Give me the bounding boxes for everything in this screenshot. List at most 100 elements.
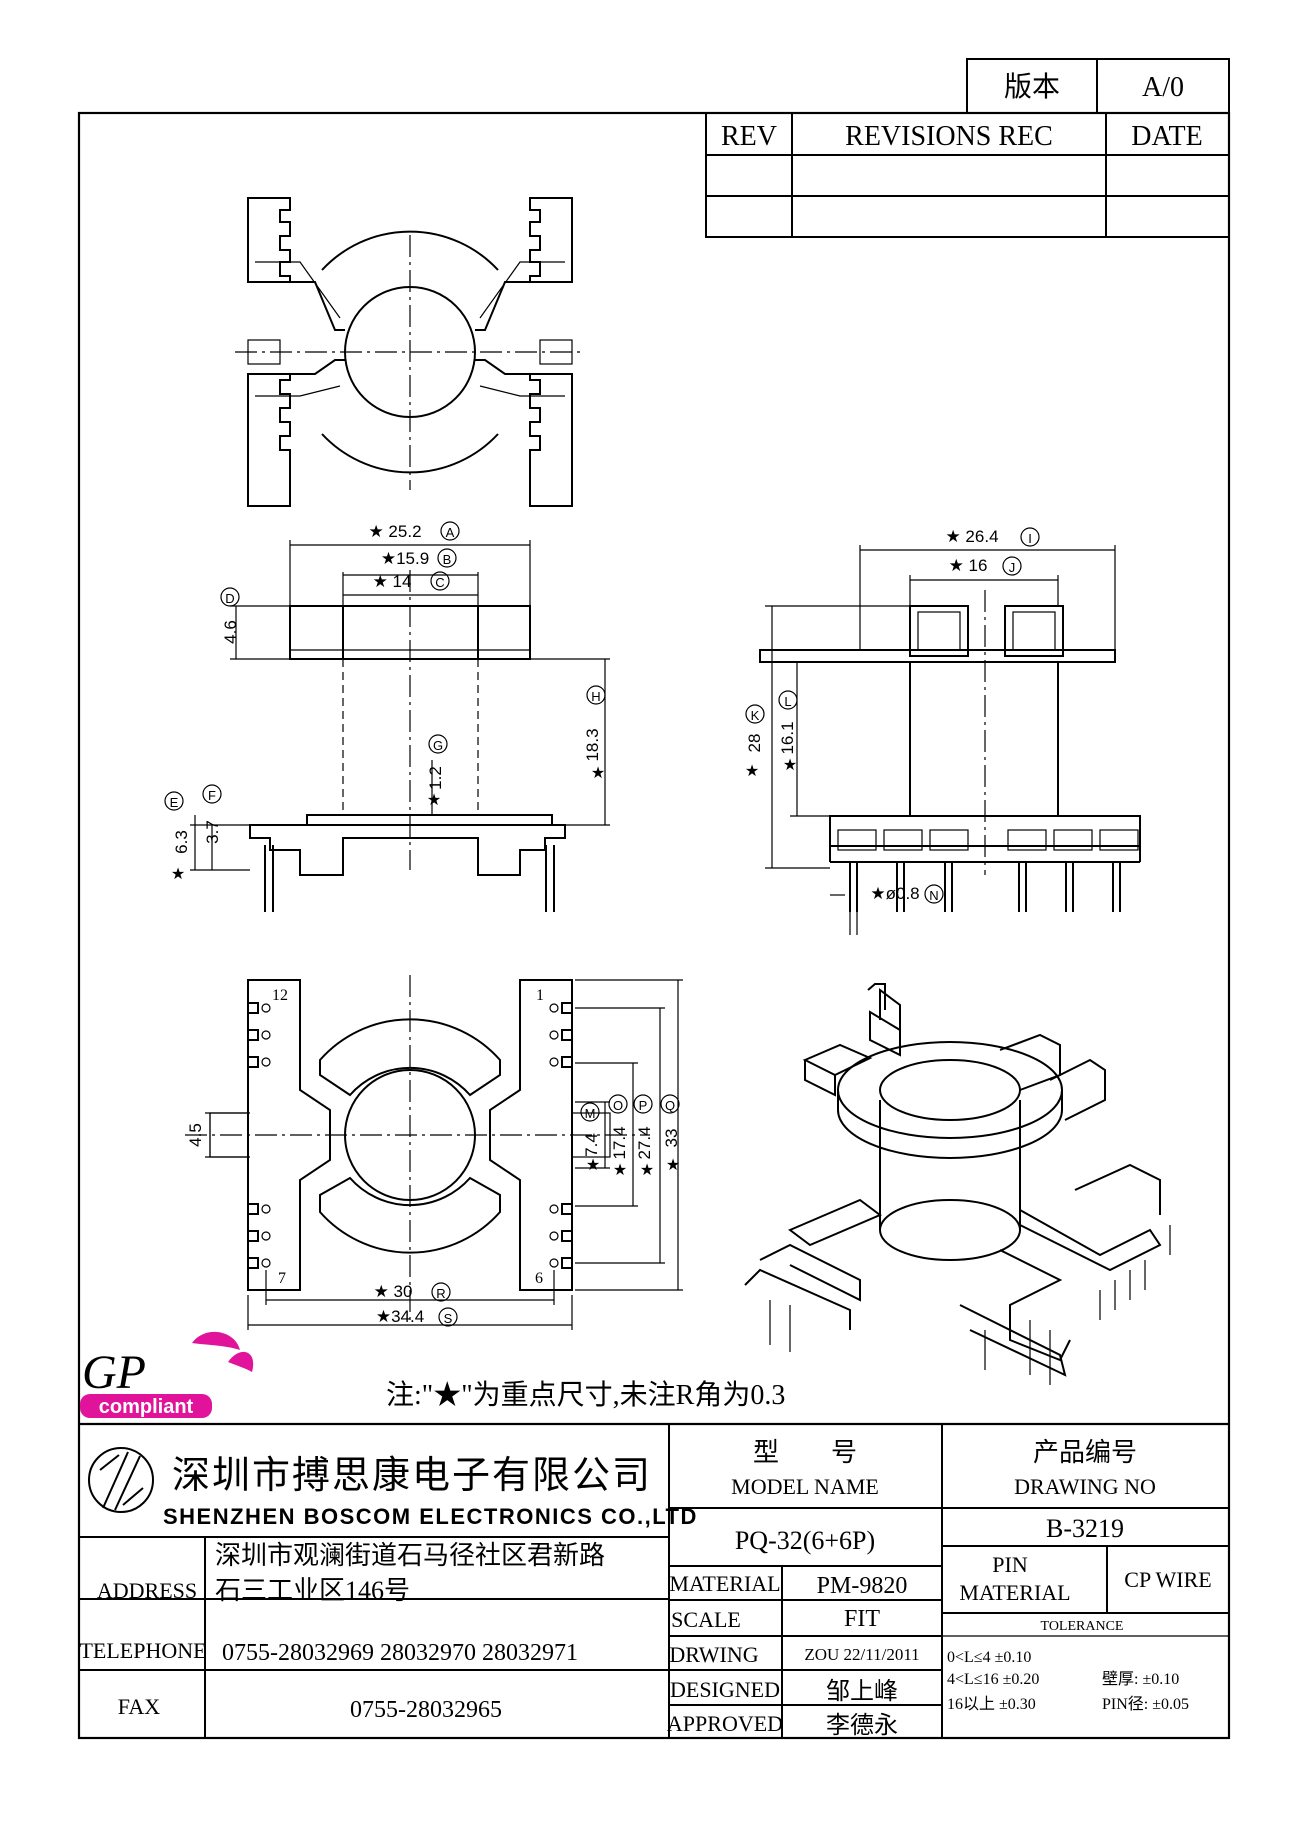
marker-s: S	[444, 1311, 453, 1326]
scale-value: FIT	[844, 1606, 880, 1632]
dim-e-marker	[164, 791, 184, 811]
marker-o: O	[613, 1098, 623, 1113]
telephone-label: TELEPHONE	[79, 1638, 206, 1663]
rev-header: REV	[721, 121, 777, 152]
dim-b-marker	[437, 548, 457, 568]
dim-o-star: ★	[613, 1162, 627, 1179]
address-label: ADDRESS	[97, 1578, 197, 1603]
model-name-cn: 型 号	[753, 1438, 857, 1467]
pin-12-label: 12	[272, 987, 288, 1004]
tolerance-row-2: 4<L≤16 ±0.20	[947, 1671, 1039, 1688]
marker-k: K	[751, 708, 760, 723]
dim-g-value: 1.2	[426, 766, 445, 790]
drwing-value: ZOU 22/11/2011	[804, 1645, 919, 1664]
marker-p: P	[639, 1098, 648, 1113]
side-view	[759, 545, 1141, 935]
gp-logo-text: GP	[82, 1346, 146, 1399]
marker-r: R	[436, 1286, 445, 1301]
model-name-value: PQ-32(6+6P)	[735, 1526, 875, 1555]
address-line-1: 深圳市观澜街道石马径社区君新路	[215, 1541, 605, 1570]
dim-s-value: ★34.4	[376, 1307, 424, 1326]
marker-i: I	[1028, 531, 1032, 546]
compliant-text: compliant	[99, 1396, 194, 1418]
marker-h: H	[591, 689, 600, 704]
dim-p-star: ★	[640, 1162, 654, 1179]
dim-p-marker	[633, 1094, 653, 1114]
dim-b-value: ★15.9	[381, 549, 429, 568]
leaf-icon-small	[228, 1351, 254, 1372]
pin-1-label: 1	[536, 987, 544, 1004]
material-value: PM-9820	[817, 1573, 908, 1599]
dim-g-star: ★	[427, 792, 441, 809]
bottom-view-labels: 12 1 7 6 4.5 M 7.4 ★ O 17.4 ★ P 27.4 ★ Q…	[186, 987, 681, 1327]
drwing-label: DRWING	[669, 1642, 758, 1667]
revision-table: REV REVISIONS REC DATE	[705, 112, 1230, 238]
dim-r-value: ★ 30	[374, 1282, 413, 1301]
tolerance-row-3: 16以上 ±0.30	[947, 1695, 1036, 1713]
material-label: MATERIAL	[669, 1571, 780, 1596]
dim-k-marker	[745, 704, 765, 724]
marker-g: G	[433, 738, 443, 753]
company-name-cn: 深圳市搏思康电子有限公司	[172, 1455, 652, 1497]
dim-i-value: ★ 26.4	[945, 527, 998, 546]
front-view	[190, 540, 610, 912]
fax-label: FAX	[118, 1694, 160, 1719]
designed-value: 邹上峰	[826, 1678, 898, 1705]
dim-h-value: 18.3	[583, 728, 602, 761]
dim-f-value: 3.7	[203, 820, 222, 844]
dim-f-marker	[202, 784, 222, 804]
address-line-2: 石三工业区146号	[215, 1576, 410, 1605]
isometric-view	[744, 983, 1171, 1385]
tolerance-label: TOLERANCE	[1041, 1619, 1124, 1634]
dim-e-value: 6.3	[172, 830, 191, 854]
drawing-frame	[77, 111, 1231, 1740]
marker-a: A	[446, 525, 455, 540]
dim-k-value: 28	[745, 734, 764, 753]
dim-m-star: ★	[586, 1157, 600, 1174]
dim-j-value: ★ 16	[949, 556, 988, 575]
dim-m-marker	[580, 1102, 600, 1122]
version-value: A/0	[1142, 72, 1184, 103]
dim-l-value: 16.1	[778, 721, 797, 754]
dim-c-marker	[430, 571, 450, 591]
marker-f: F	[208, 788, 216, 803]
front-view-dims: ★ 25.2 A ★15.9 B ★ 14 C D 4.6 H 18.3 ★ G…	[164, 521, 606, 883]
tolerance-row-1: 0<L≤4 ±0.10	[947, 1649, 1031, 1666]
dim-a-value: ★ 25.2	[368, 522, 421, 541]
dim-l-star: ★	[783, 757, 797, 774]
top-view	[235, 197, 585, 507]
model-name-en: MODEL NAME	[731, 1474, 879, 1499]
dim-r-marker	[431, 1282, 451, 1302]
scale-label: SCALE	[671, 1607, 741, 1632]
tolerance-wall: 壁厚: ±0.10	[1102, 1669, 1179, 1688]
approved-label: APPROVED	[667, 1711, 783, 1736]
marker-l: L	[784, 694, 791, 709]
tolerance-pin: PIN径: ±0.05	[1102, 1695, 1189, 1713]
marker-d: D	[225, 591, 234, 606]
title-block	[79, 1422, 1229, 1738]
drawing-no-value: B-3219	[1046, 1514, 1124, 1543]
marker-q: Q	[665, 1098, 675, 1113]
dim-s-marker	[438, 1307, 458, 1327]
pin-7-label: 7	[278, 1270, 286, 1287]
dim-d-marker	[220, 587, 240, 607]
dimension-note: 注:"★"为重点尺寸,未注R角为0.3	[386, 1379, 785, 1411]
dim-d-value: 4.6	[221, 620, 240, 644]
boscom-logo-icon	[88, 1447, 154, 1513]
dim-l-marker	[778, 690, 798, 710]
drawing-no-cn: 产品编号	[1033, 1438, 1137, 1467]
dim-i-marker	[1020, 527, 1040, 547]
marker-n: N	[929, 888, 938, 903]
dim-o-marker	[608, 1094, 628, 1114]
dim-k-star: ★	[745, 763, 759, 780]
date-header: DATE	[1131, 121, 1203, 152]
dim-c-value: ★ 14	[373, 572, 412, 591]
dim-e-star: ★	[171, 866, 185, 883]
dim-j-marker	[1002, 556, 1022, 576]
dim-slot-value: 4.5	[186, 1123, 205, 1147]
dim-q-star: ★	[666, 1157, 680, 1174]
dim-q-value: 33	[662, 1129, 681, 1148]
gp-compliant-logo: GP compliant	[80, 1331, 254, 1418]
marker-b: B	[443, 552, 452, 567]
